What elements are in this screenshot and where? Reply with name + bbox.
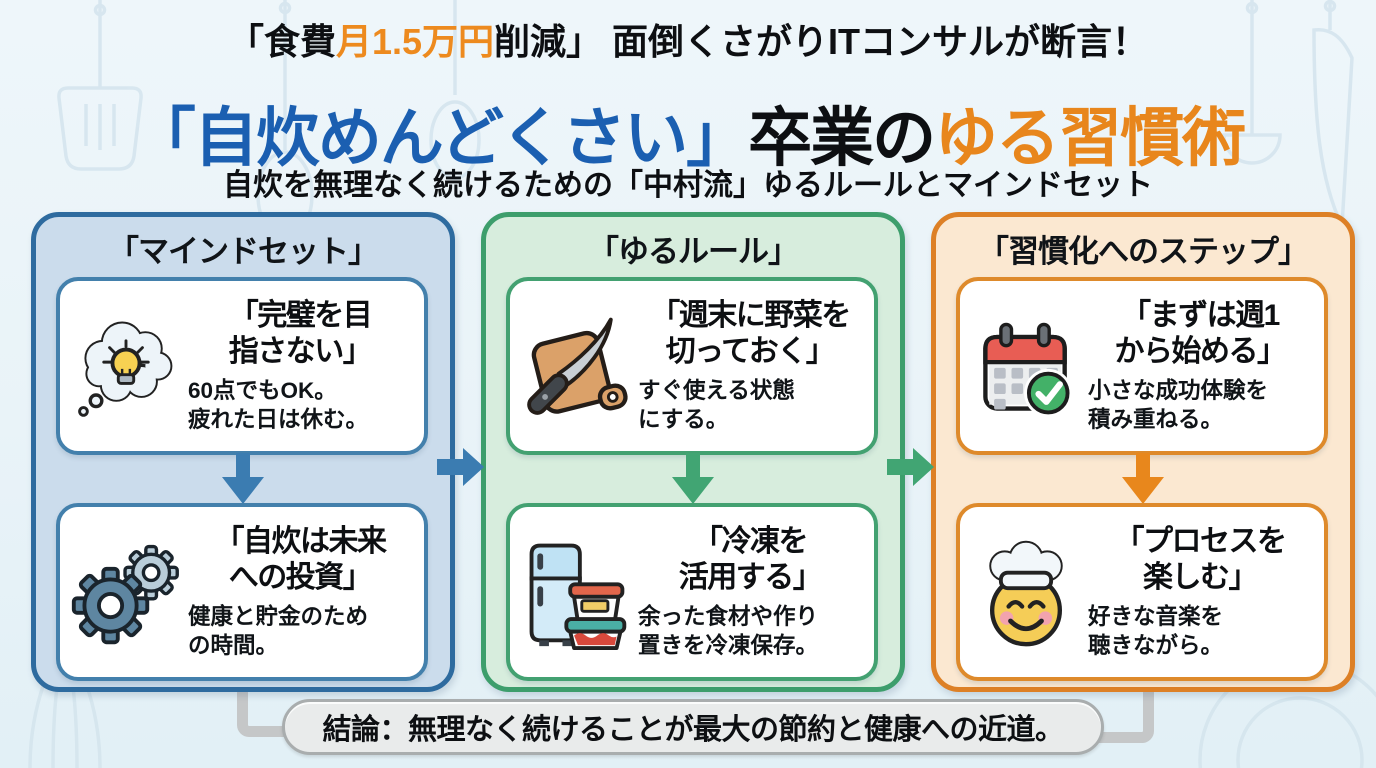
connector-right bbox=[1091, 686, 1154, 743]
conclusion-banner: 結論：無理なく続けることが最大の節約と健康への近道。 bbox=[282, 699, 1104, 755]
down-arrow-icon bbox=[1122, 453, 1164, 504]
catch-pre: 「食費 bbox=[227, 21, 336, 62]
catch-post: 削減」 面倒くさがりITコンサルが断言！ bbox=[494, 21, 1149, 62]
column-loose-rules-title: 「ゆるルール」 bbox=[588, 234, 799, 269]
card-desc: 60点でもOK。 疲れた日は休む。 bbox=[188, 377, 369, 432]
card-text: 「週末に野菜を 切っておく」 すぐ使える状態 にする。 bbox=[634, 298, 874, 435]
blue-right-arrow-icon bbox=[437, 448, 484, 486]
green-right-arrow-icon bbox=[887, 448, 934, 486]
card-title: 「週末に野菜を 切っておく」 bbox=[650, 298, 851, 369]
calendar-check-icon bbox=[968, 308, 1084, 424]
card-desc: すぐ使える状態 にする。 bbox=[638, 377, 795, 432]
conclusion-text: 結論：無理なく続けることが最大の節約と健康への近道。 bbox=[322, 714, 1064, 746]
card-start-once-a-week: 「まずは週1 から始める」 小さな成功体験を 積み重ねる。 bbox=[956, 277, 1328, 455]
column-mindset-title: 「マインドセット」 bbox=[108, 234, 379, 269]
column-loose-rules: 「ゆるルール」 「週末に野菜を 切っておく」 すぐ使える状態 にする bbox=[481, 212, 905, 692]
card-desc: 好きな音楽を 聴きながら。 bbox=[1088, 603, 1224, 658]
card-title: 「完璧を目 指さない」 bbox=[228, 298, 373, 369]
card-title: 「自炊は未来 への投資」 bbox=[214, 524, 388, 595]
page-title: 「自炊めんどくさい」卒業のゆる習慣術 bbox=[0, 97, 1376, 180]
card-desc: 小さな成功体験を 積み重ねる。 bbox=[1088, 377, 1269, 432]
card-desc: 健康と貯金のため の時間。 bbox=[188, 603, 369, 658]
spatula-outline-icon bbox=[57, 0, 143, 171]
card-title: 「まずは週1 から始める」 bbox=[1114, 298, 1288, 369]
down-arrow-icon bbox=[222, 453, 264, 504]
card-title: 「冷凍を 活用する」 bbox=[678, 524, 823, 595]
catch-highlight: 月1.5万円 bbox=[335, 21, 495, 62]
catch-copy-line: 「食費月1.5万円削減」 面倒くさがりITコンサルが断言！ bbox=[0, 13, 1376, 65]
card-text: 「自炊は未来 への投資」 健康と貯金のため の時間。 bbox=[184, 524, 424, 661]
card-text: 「冷凍を 活用する」 余った食材や作り 置きを冷凍保存。 bbox=[634, 524, 874, 661]
fridge-containers-icon bbox=[518, 534, 634, 650]
card-enjoy-the-process: 「プロセスを 楽しむ」 好きな音楽を 聴きながら。 bbox=[956, 503, 1328, 681]
column-habit-steps-title: 「習慣化へのステップ」 bbox=[978, 234, 1309, 269]
down-arrow-icon bbox=[672, 453, 714, 504]
thought-bubble-lightbulb-icon bbox=[68, 308, 184, 424]
card-dont-aim-perfection: 「完璧を目 指さない」 60点でもOK。 疲れた日は休む。 bbox=[56, 277, 428, 455]
column-habit-steps: 「習慣化へのステップ」 bbox=[931, 212, 1355, 692]
ladle-outline-icon bbox=[1222, 0, 1282, 165]
title-part-blue: 「自炊めんどくさい」 bbox=[131, 101, 750, 174]
spoon-outline-icon bbox=[429, 0, 481, 180]
title-part-orange: ゆる習慣術 bbox=[934, 101, 1246, 174]
title-part-black: 卒業の bbox=[748, 101, 936, 174]
card-title: 「プロセスを 楽しむ」 bbox=[1114, 524, 1288, 595]
card-use-freezer: 「冷凍を 活用する」 余った食材や作り 置きを冷凍保存。 bbox=[506, 503, 878, 681]
knife-outline-icon bbox=[1312, 0, 1354, 227]
card-precut-vegetables: 「週末に野菜を 切っておく」 すぐ使える状態 にする。 bbox=[506, 277, 878, 455]
column-mindset: 「マインドセット」 bbox=[31, 212, 455, 692]
card-desc: 余った食材や作り 置きを冷凍保存。 bbox=[638, 603, 819, 658]
card-text: 「まずは週1 から始める」 小さな成功体験を 積み重ねる。 bbox=[1084, 298, 1324, 435]
chef-smiley-icon bbox=[968, 534, 1084, 650]
connector-left bbox=[237, 686, 300, 737]
page-subtitle: 自炊を無理なく続けるための「中村流」ゆるルールとマインドセット bbox=[223, 169, 1153, 202]
gears-icon bbox=[68, 534, 184, 650]
card-cooking-is-investment: 「自炊は未来 への投資」 健康と貯金のため の時間。 bbox=[56, 503, 428, 681]
card-text: 「プロセスを 楽しむ」 好きな音楽を 聴きながら。 bbox=[1084, 524, 1324, 661]
card-text: 「完璧を目 指さない」 60点でもOK。 疲れた日は休む。 bbox=[184, 298, 424, 435]
cutting-board-knife-icon bbox=[518, 308, 634, 424]
